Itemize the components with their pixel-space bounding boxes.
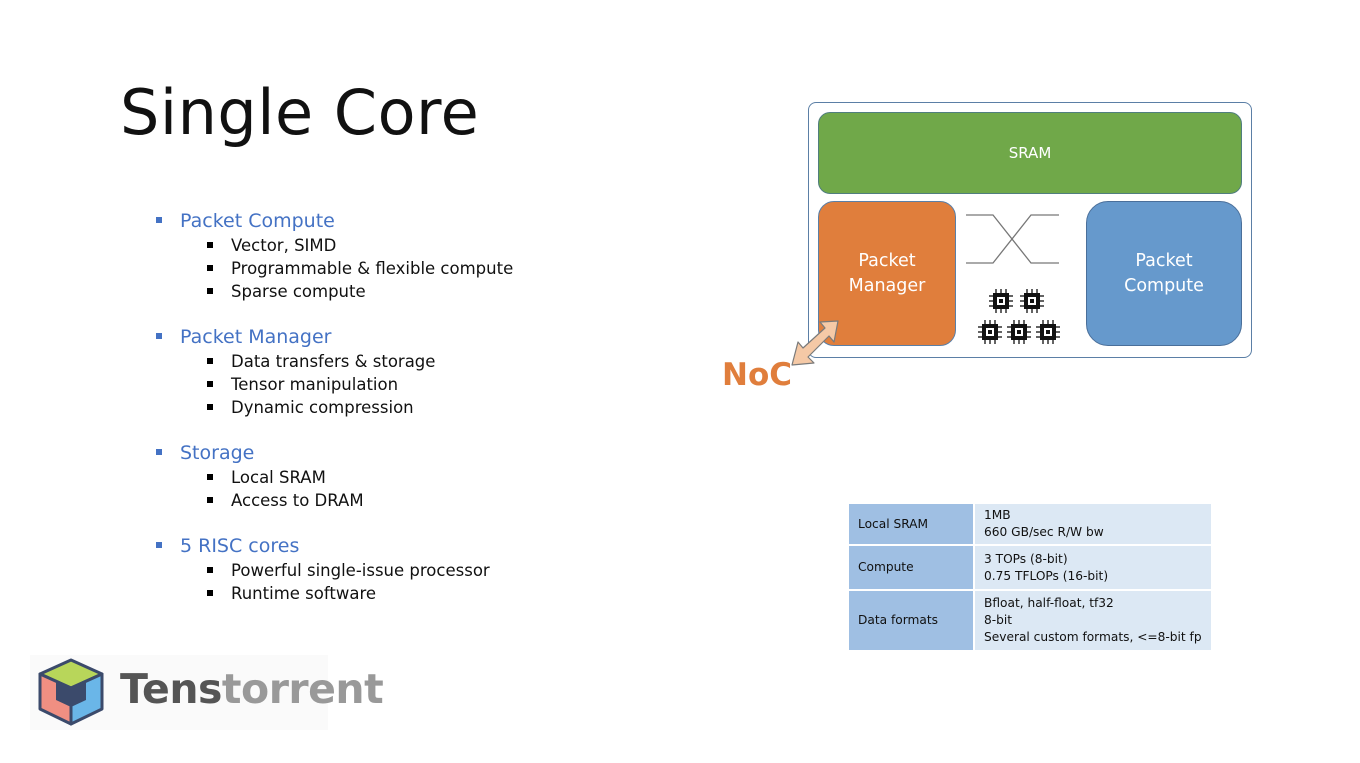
spec-value: 3 TOPs (8-bit) 0.75 TFLOPs (16-bit) xyxy=(973,544,1213,591)
bullet-list: Packet Compute Vector, SIMD Programmable… xyxy=(155,208,595,626)
noc-arrow-icon xyxy=(791,320,839,366)
spec-key: Data formats xyxy=(847,589,975,652)
spec-table: Local SRAM 1MB 660 GB/sec R/W bw Compute… xyxy=(847,502,1213,652)
bullet-item: Powerful single-issue processor xyxy=(155,559,595,582)
spec-value-line: 660 GB/sec R/W bw xyxy=(984,525,1104,539)
bullet-heading: Storage xyxy=(155,440,595,466)
bullet-item: Dynamic compression xyxy=(155,396,595,419)
table-row: Compute 3 TOPs (8-bit) 0.75 TFLOPs (16-b… xyxy=(847,544,1213,591)
bullet-item: Vector, SIMD xyxy=(155,234,595,257)
spec-value-line: Several custom formats, <=8-bit fp xyxy=(984,630,1202,644)
spec-value: 1MB 660 GB/sec R/W bw xyxy=(973,502,1213,546)
crossbar-icon xyxy=(966,214,1059,264)
bullet-heading: Packet Compute xyxy=(155,208,595,234)
bullet-section: 5 RISC cores Powerful single-issue proce… xyxy=(155,533,595,605)
bullet-heading: Packet Manager xyxy=(155,324,595,350)
sram-label: SRAM xyxy=(1008,144,1052,162)
spec-value-line: 0.75 TFLOPs (16-bit) xyxy=(984,568,1109,583)
bullet-item: Tensor manipulation xyxy=(155,373,595,396)
bullet-item: Sparse compute xyxy=(155,280,595,303)
noc-label: NoC xyxy=(722,357,792,393)
bullet-item: Local SRAM xyxy=(155,466,595,489)
bullet-section: Packet Compute Vector, SIMD Programmable… xyxy=(155,208,595,303)
spec-key: Local SRAM xyxy=(847,502,975,546)
packet-manager-block: Packet Manager xyxy=(818,201,956,346)
logo-text-light: torrent xyxy=(221,665,384,713)
packet-compute-block: Packet Compute xyxy=(1086,201,1242,346)
table-row: Data formats Bfloat, half-float, tf32 8-… xyxy=(847,589,1213,652)
spec-value-line: Bfloat, half-float, tf32 xyxy=(984,596,1114,610)
bullet-item: Access to DRAM xyxy=(155,489,595,512)
bullet-item: Runtime software xyxy=(155,582,595,605)
bullet-item: Data transfers & storage xyxy=(155,350,595,373)
tenstorrent-cube-logo-icon xyxy=(38,658,104,726)
bullet-heading: 5 RISC cores xyxy=(155,533,595,559)
bullet-section: Packet Manager Data transfers & storage … xyxy=(155,324,595,419)
tenstorrent-logo: Tenstorrent xyxy=(30,655,384,730)
packet-compute-label: Packet Compute xyxy=(1124,250,1204,296)
logo-wordmark: Tenstorrent xyxy=(120,665,384,713)
spec-value-line: 3 TOPs (8-bit) xyxy=(984,551,1068,566)
bullet-section: Storage Local SRAM Access to DRAM xyxy=(155,440,595,512)
bullet-item: Programmable & flexible compute xyxy=(155,257,595,280)
risc-cores-chip-icon xyxy=(977,288,1061,345)
logo-text-dark: Tens xyxy=(120,665,222,713)
spec-value: Bfloat, half-float, tf32 8-bit Several c… xyxy=(973,589,1213,652)
packet-manager-label: Packet Manager xyxy=(848,250,926,296)
sram-block: SRAM xyxy=(818,112,1242,194)
table-row: Local SRAM 1MB 660 GB/sec R/W bw xyxy=(847,502,1213,546)
spec-value-line: 1MB xyxy=(984,508,1011,522)
spec-value-line: 8-bit xyxy=(984,613,1013,627)
slide-title: Single Core xyxy=(120,76,480,149)
spec-key: Compute xyxy=(847,544,975,591)
